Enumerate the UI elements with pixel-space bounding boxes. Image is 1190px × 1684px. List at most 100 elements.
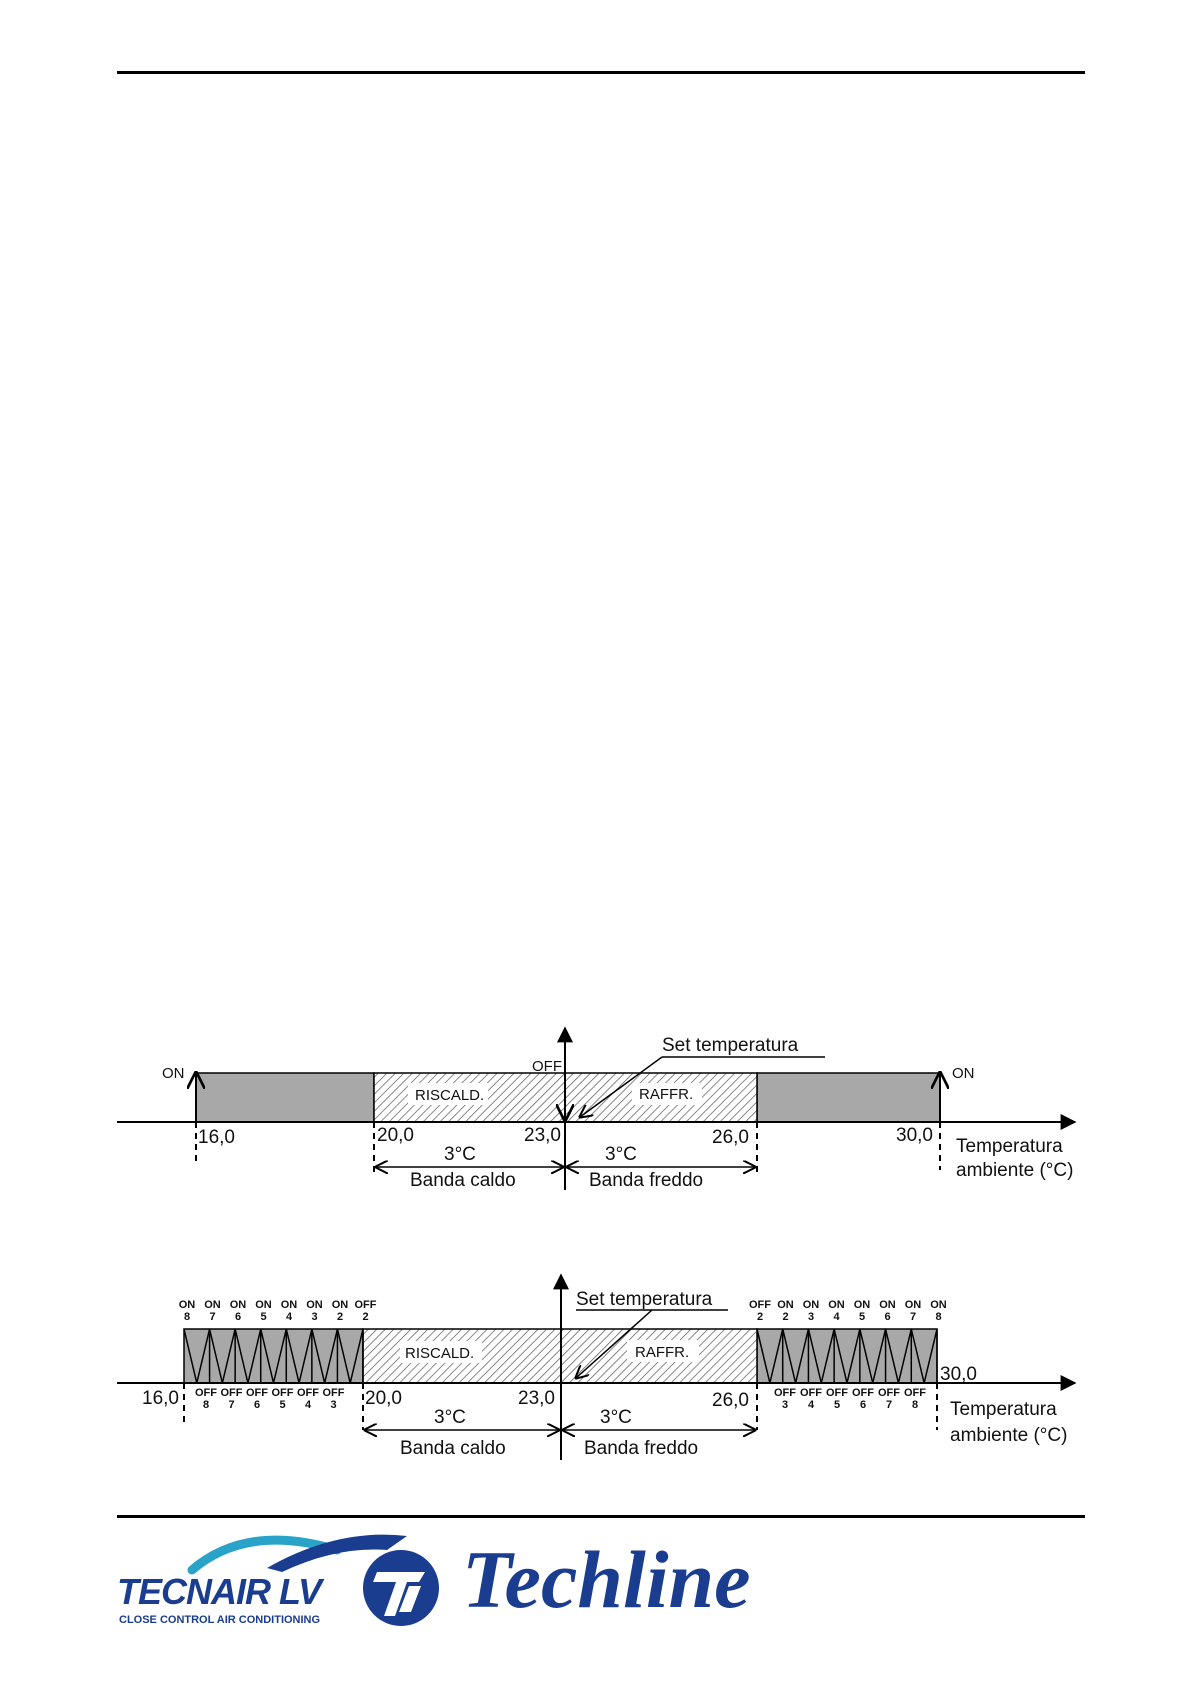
stage-state-label: ON	[204, 1299, 221, 1311]
stage-number-label: 2	[362, 1311, 368, 1323]
stage-state-label: OFF	[221, 1387, 243, 1399]
stage-state-label: ON	[879, 1299, 896, 1311]
stage-state-label: ON	[803, 1299, 820, 1311]
stage-state-label: ON	[905, 1299, 922, 1311]
stepped-control-diagram: Set temperatura RISCALD. RAFFR. ON8ON7ON…	[117, 1273, 1077, 1460]
stage-state-label: OFF	[826, 1387, 848, 1399]
stage-number-label: 8	[203, 1399, 209, 1411]
stage-state-label: ON	[281, 1299, 298, 1311]
stage-number-label: 5	[279, 1399, 285, 1411]
tick-label: 20,0	[377, 1125, 414, 1146]
stage-state-label: OFF	[195, 1387, 217, 1399]
stage-number-label: 2	[757, 1311, 763, 1323]
techline-emblem-icon	[363, 1550, 439, 1626]
delta-right-label: 3°C	[605, 1144, 637, 1165]
off-label: OFF	[532, 1058, 562, 1075]
stage-number-label: 4	[305, 1399, 312, 1411]
cool-zone-label: RAFFR.	[635, 1344, 689, 1361]
stage-number-label: 4	[286, 1311, 293, 1323]
stage-state-label: OFF	[246, 1387, 268, 1399]
stage-number-label: 6	[254, 1399, 260, 1411]
heat-stages-region	[183, 1328, 364, 1384]
heat-active-region	[195, 1072, 375, 1123]
stage-state-label: OFF	[878, 1387, 900, 1399]
tick-label: 16,0	[142, 1388, 179, 1409]
stage-state-label: OFF	[323, 1387, 345, 1399]
stage-number-label: 4	[833, 1311, 840, 1323]
stage-state-label: OFF	[852, 1387, 874, 1399]
axis-label: ambiente (°C)	[956, 1160, 1073, 1181]
stage-number-label: 8	[912, 1399, 918, 1411]
stage-state-label: ON	[332, 1299, 349, 1311]
tick-label: 26,0	[712, 1127, 749, 1148]
heat-zone-label: RISCALD.	[415, 1087, 484, 1104]
stage-state-label: OFF	[749, 1299, 771, 1311]
stage-number-label: 6	[860, 1399, 866, 1411]
stage-state-label: OFF	[800, 1387, 822, 1399]
tick-label: 16,0	[198, 1127, 235, 1148]
stage-state-label: OFF	[355, 1299, 377, 1311]
stage-number-label: 7	[886, 1399, 892, 1411]
band-right-label: Banda freddo	[584, 1438, 698, 1459]
techline-logo-text: Techline	[462, 1534, 751, 1625]
stage-state-label: ON	[777, 1299, 794, 1311]
delta-right-label: 3°C	[600, 1407, 632, 1428]
on-off-control-diagram: Set temperatura ON ON OFF RISCALD. RAFFR…	[117, 1026, 1077, 1191]
stage-state-label: OFF	[774, 1387, 796, 1399]
stage-number-label: 7	[209, 1311, 215, 1323]
tick-label: 26,0	[712, 1390, 749, 1411]
stage-number-label: 3	[330, 1399, 336, 1411]
set-temperature-label: Set temperatura	[576, 1289, 713, 1310]
stage-state-label: ON	[306, 1299, 323, 1311]
stage-state-label: OFF	[297, 1387, 319, 1399]
tecnair-logo-text: TECNAIR LV	[117, 1571, 322, 1612]
stage-number-label: 5	[859, 1311, 865, 1323]
cool-stages-region	[756, 1328, 938, 1384]
stage-state-label: OFF	[904, 1387, 926, 1399]
stage-number-label: 6	[884, 1311, 890, 1323]
stage-number-label: 6	[235, 1311, 241, 1323]
stage-number-label: 8	[935, 1311, 941, 1323]
axis-label: Temperatura	[956, 1136, 1063, 1157]
band-right-label: Banda freddo	[589, 1170, 703, 1191]
stage-state-label: ON	[854, 1299, 871, 1311]
heat-zone-label: RISCALD.	[405, 1345, 474, 1362]
stage-state-label: ON	[930, 1299, 947, 1311]
tecnair-tagline: CLOSE CONTROL AIR CONDITIONING	[119, 1614, 321, 1626]
on-right-label: ON	[952, 1065, 975, 1082]
stage-number-label: 7	[910, 1311, 916, 1323]
stage-state-label: ON	[828, 1299, 845, 1311]
tick-label: 23,0	[518, 1388, 555, 1409]
stage-number-label: 3	[808, 1311, 814, 1323]
tick-label: 23,0	[524, 1125, 561, 1146]
stage-state-label: OFF	[272, 1387, 294, 1399]
stage-number-label: 2	[337, 1311, 343, 1323]
footer-logos: TECNAIR LV CLOSE CONTROL AIR CONDITIONIN…	[117, 1528, 837, 1638]
tick-label: 20,0	[365, 1388, 402, 1409]
stage-number-label: 3	[782, 1399, 788, 1411]
tick-label: 30,0	[896, 1125, 933, 1146]
tick-label: 30,0	[940, 1364, 977, 1385]
cool-active-region	[756, 1072, 941, 1123]
on-left-label: ON	[162, 1065, 185, 1082]
stage-number-label: 3	[311, 1311, 317, 1323]
stage-state-label: ON	[255, 1299, 272, 1311]
stage-number-label: 5	[834, 1399, 840, 1411]
delta-left-label: 3°C	[444, 1144, 476, 1165]
stage-number-label: 5	[260, 1311, 266, 1323]
stage-number-label: 7	[228, 1399, 234, 1411]
band-left-label: Banda caldo	[400, 1438, 506, 1459]
stage-state-label: ON	[179, 1299, 196, 1311]
footer-rule	[117, 1515, 1085, 1518]
tecnair-swoosh-icon	[187, 1534, 407, 1575]
stage-number-label: 2	[782, 1311, 788, 1323]
stage-number-label: 8	[184, 1311, 190, 1323]
cool-zone-label: RAFFR.	[639, 1086, 693, 1103]
axis-label: ambiente (°C)	[950, 1425, 1067, 1446]
axis-label: Temperatura	[950, 1399, 1057, 1420]
header-rule	[117, 71, 1085, 74]
band-left-label: Banda caldo	[410, 1170, 516, 1191]
set-temperature-label: Set temperatura	[662, 1035, 799, 1056]
delta-left-label: 3°C	[434, 1407, 466, 1428]
stage-number-label: 4	[808, 1399, 815, 1411]
